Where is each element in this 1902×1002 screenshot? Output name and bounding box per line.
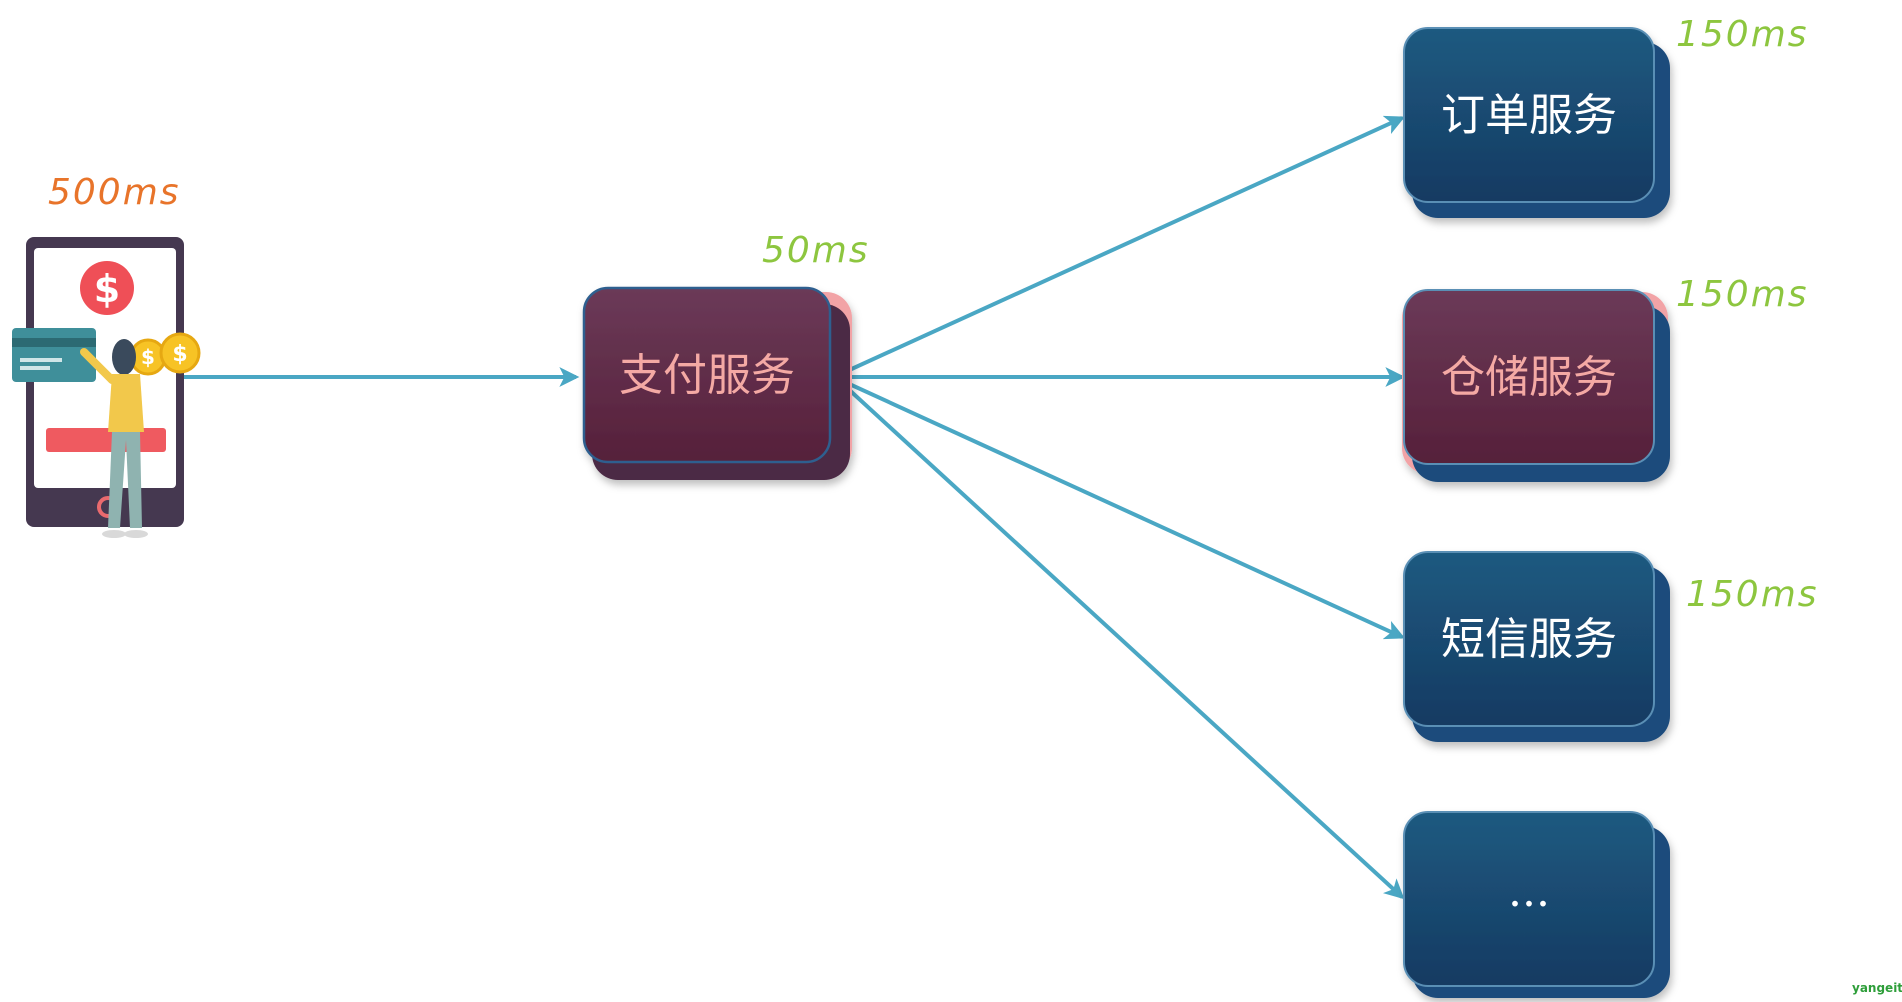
sms-service-label: 短信服务 bbox=[1441, 614, 1617, 665]
payment-service-latency-label: 50ms bbox=[762, 230, 870, 271]
arrow-payment-to-sms bbox=[844, 380, 1406, 640]
order-service-label: 订单服务 bbox=[1441, 90, 1617, 141]
more-services-label: ... bbox=[1508, 866, 1550, 917]
storage-service-label: 仓储服务 bbox=[1441, 352, 1617, 403]
client-latency-label: 500ms bbox=[48, 172, 181, 213]
arrows bbox=[182, 115, 1406, 900]
order-service-box bbox=[1403, 27, 1670, 218]
sms-service-box bbox=[1403, 551, 1670, 742]
arrow-payment-to-more bbox=[843, 384, 1405, 900]
payment-service-box bbox=[582, 286, 852, 480]
sms-service-latency-label: 150ms bbox=[1686, 574, 1819, 615]
svg-text:$: $ bbox=[172, 342, 187, 367]
order-service-latency-label: 150ms bbox=[1676, 14, 1809, 55]
storage-service-latency-label: 150ms bbox=[1676, 274, 1809, 315]
payment-service-label: 支付服务 bbox=[619, 350, 795, 401]
svg-text:$: $ bbox=[94, 267, 120, 311]
phone-payment-icon: $ $ $ bbox=[12, 237, 201, 538]
svg-text:$: $ bbox=[141, 345, 155, 369]
watermark-text: yangeit bbox=[1852, 981, 1902, 995]
storage-service-box bbox=[1402, 289, 1670, 482]
arrow-payment-to-order bbox=[844, 115, 1406, 374]
more-services-box bbox=[1403, 811, 1670, 998]
